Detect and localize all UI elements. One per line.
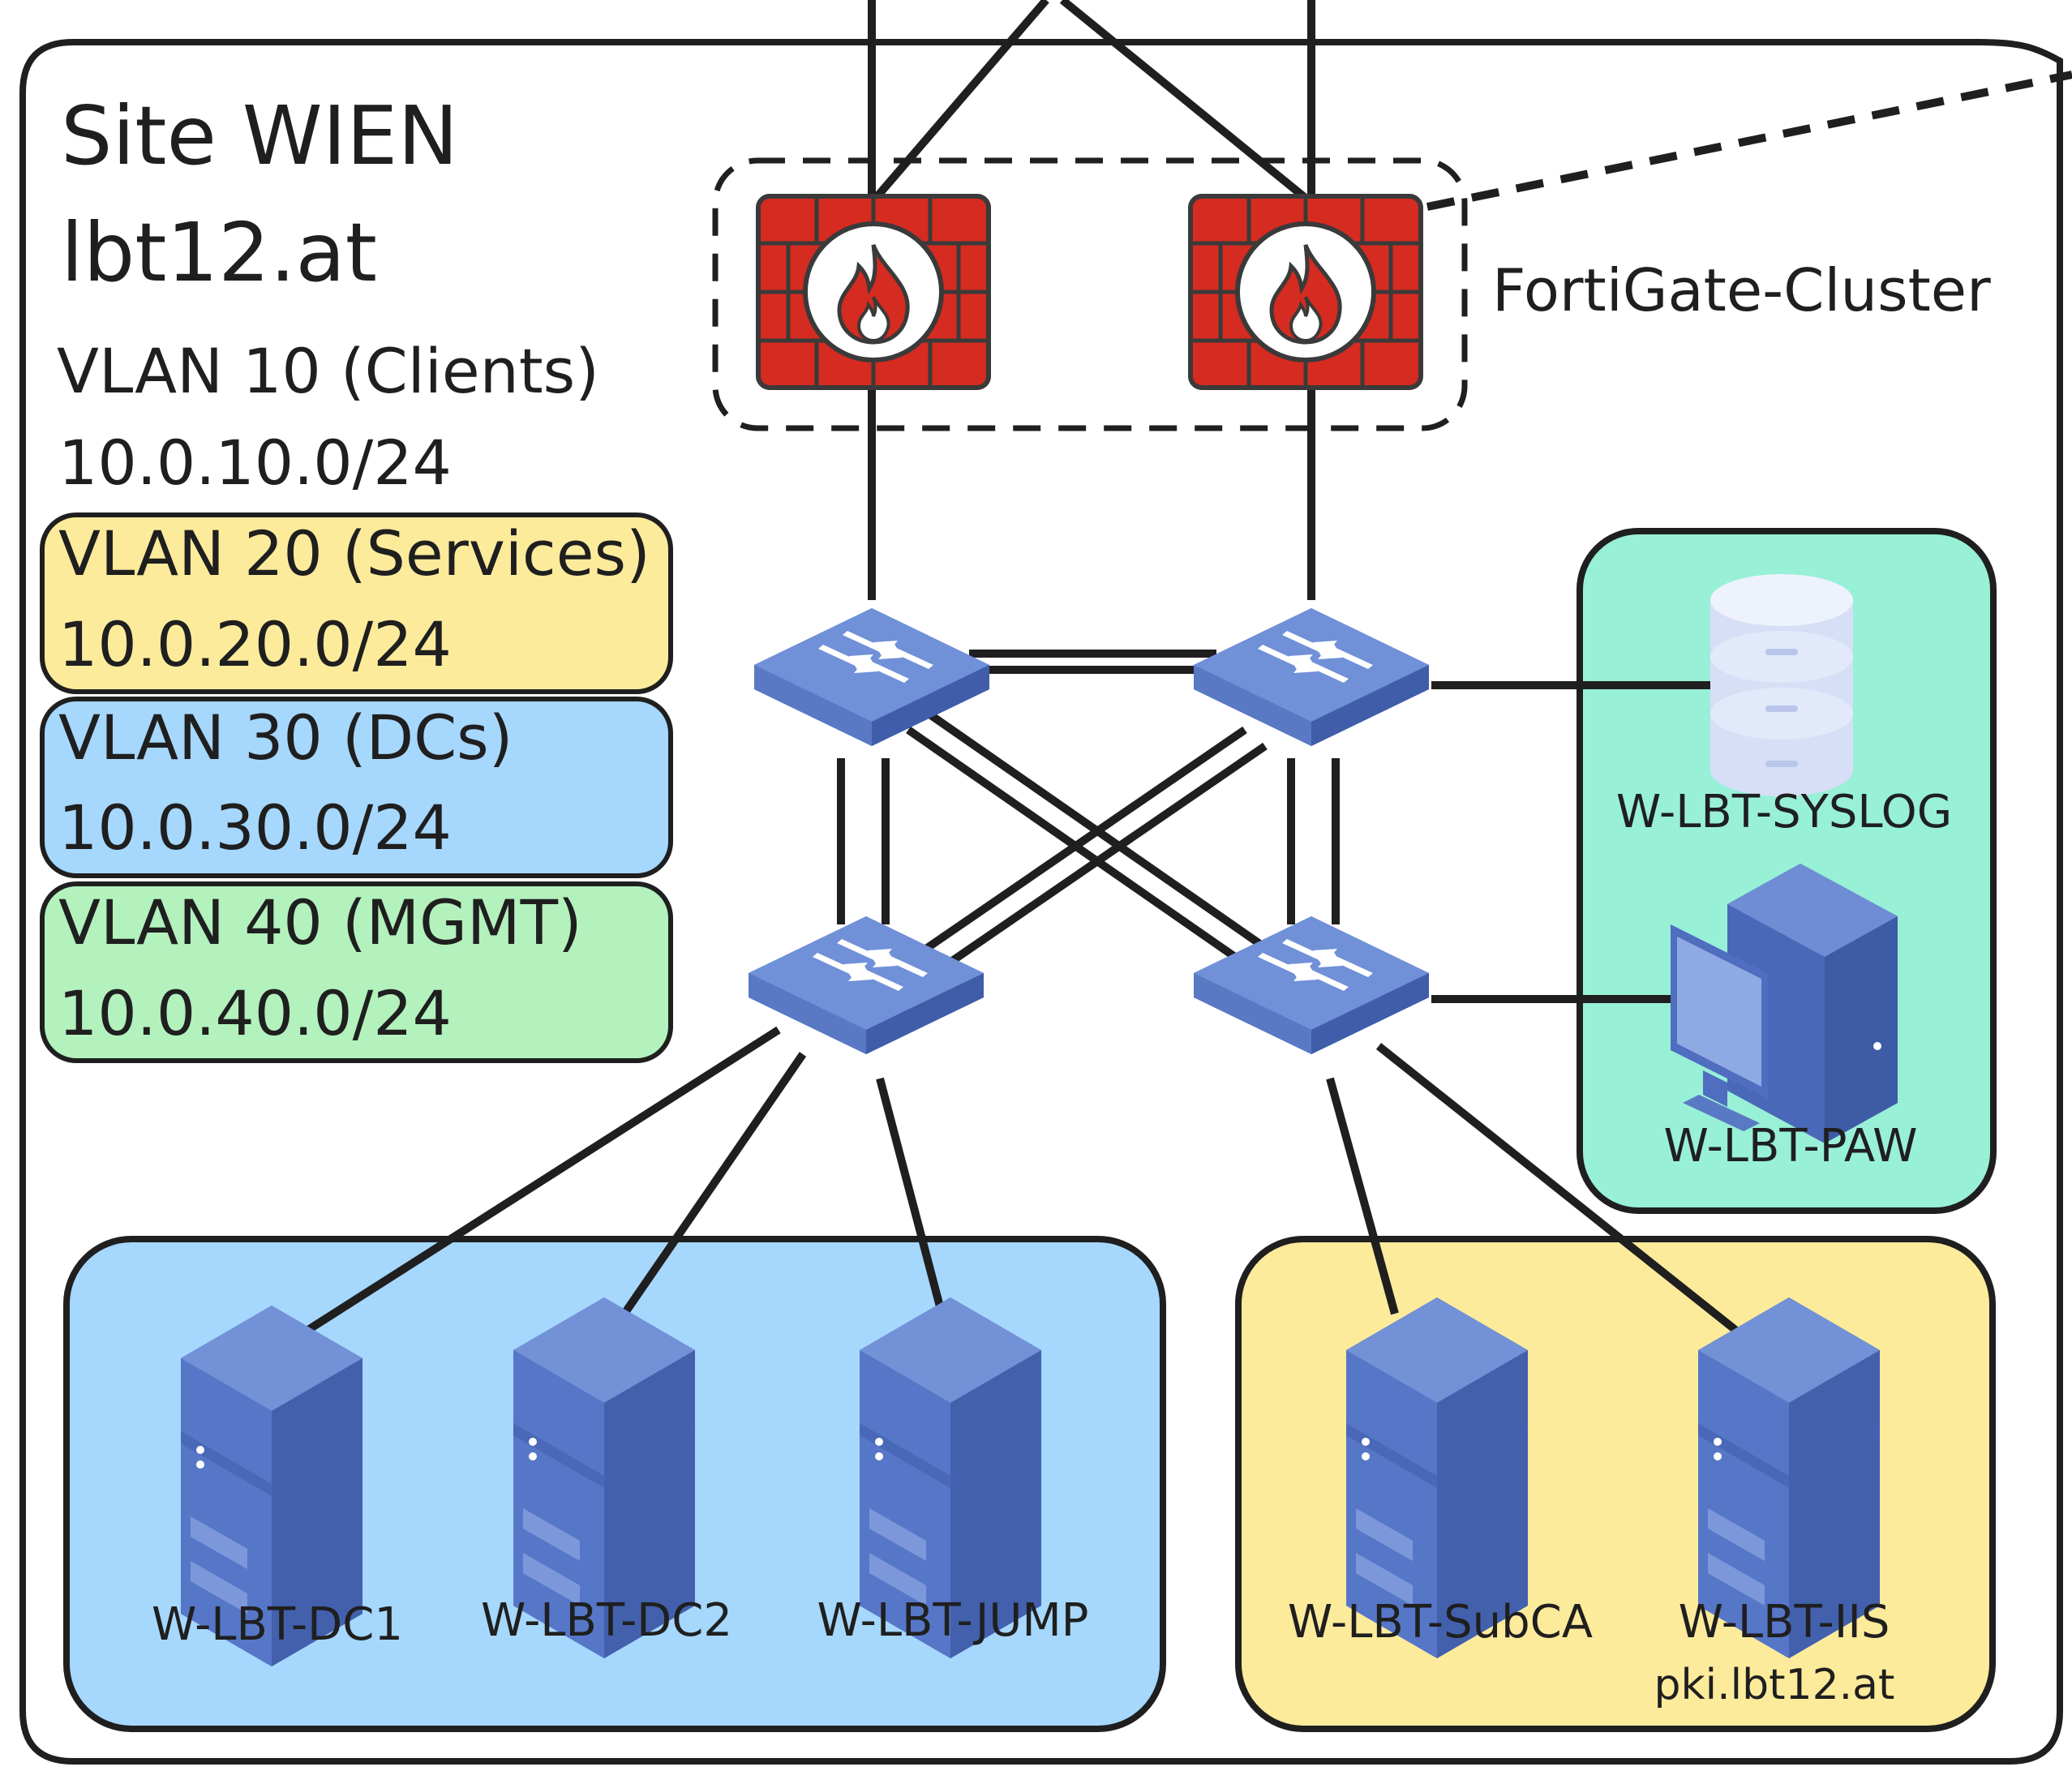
vlan20-subnet: 10.0.20.0/24: [58, 608, 452, 680]
cluster-boundary: [712, 157, 1468, 431]
vlan30-subnet: 10.0.30.0/24: [58, 791, 452, 864]
firewall-icon[interactable]: [1190, 196, 1421, 388]
network-links: [306, 0, 1739, 1334]
remote-link: [1426, 71, 2072, 211]
switch-icon[interactable]: [1194, 608, 1429, 746]
host-label-dc2: W-LBT-DC2: [480, 1594, 733, 1647]
site-domain: lbt12.at: [61, 205, 377, 300]
switch-icon[interactable]: [754, 608, 989, 746]
site-name: Site WIEN: [61, 88, 459, 183]
vlan10-subnet: 10.0.10.0/24: [58, 427, 452, 499]
host-label-paw: W-LBT-PAW: [1663, 1120, 1918, 1173]
vlan30-box: [40, 697, 673, 878]
host-label-jump: W-LBT-JUMP: [817, 1594, 1089, 1647]
switch-icon[interactable]: [1194, 916, 1429, 1054]
vlan40-name: VLAN 40 (MGMT): [58, 886, 582, 958]
vlan40-subnet: 10.0.40.0/24: [58, 977, 452, 1049]
host-label-iis: W-LBT-IIS: [1678, 1596, 1890, 1649]
vlan20-box: [40, 512, 673, 694]
host-label-subca: W-LBT-SubCA: [1287, 1596, 1594, 1649]
host-label-dc1: W-LBT-DC1: [151, 1598, 404, 1651]
site-boundary: [19, 39, 2063, 1765]
vlan30-name: VLAN 30 (DCs): [58, 701, 513, 774]
firewall-icon[interactable]: [758, 196, 989, 388]
host-subtitle-iis: pki.lbt12.at: [1654, 1661, 1895, 1709]
firewall-cluster-label: FortiGate-Cluster: [1492, 256, 1991, 324]
vlan20-name: VLAN 20 (Services): [58, 517, 650, 590]
workstation-icon[interactable]: [1671, 864, 1898, 1143]
database-icon[interactable]: [1710, 574, 1853, 796]
vlan40-box: [40, 881, 673, 1063]
host-label-syslog: W-LBT-SYSLOG: [1615, 786, 1953, 838]
vlan10-name: VLAN 10 (Clients): [57, 335, 599, 407]
